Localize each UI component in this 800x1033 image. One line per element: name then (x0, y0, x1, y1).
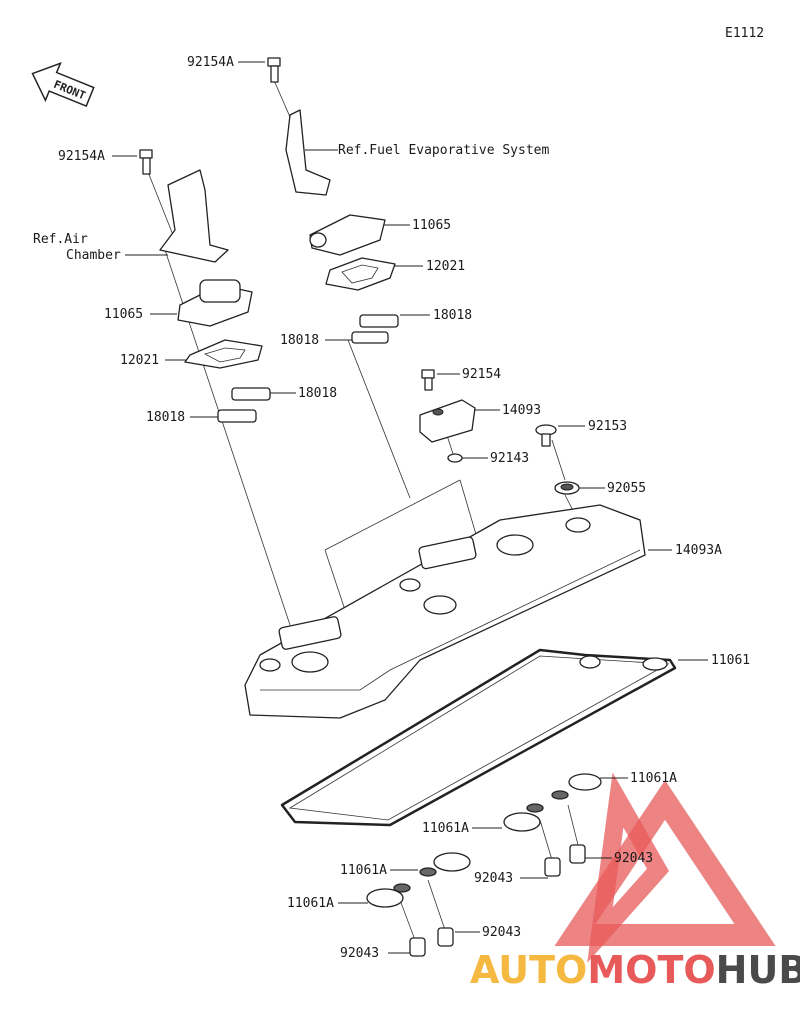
bracket-left (159, 169, 229, 263)
bolt-flange (535, 424, 557, 447)
label-washer-small: 92143 (490, 451, 529, 466)
label-pin-2: 92043 (474, 871, 513, 886)
watermark-hub: HUB (716, 948, 800, 992)
front-arrow-icon: FRONT (31, 61, 95, 108)
watermark-auto: AUTO (470, 948, 587, 992)
cap (419, 399, 476, 443)
label-ref-fuel: Ref.Fuel Evaporative System (338, 143, 549, 158)
label-plate-right: 12021 (426, 259, 465, 274)
watermark-triangle-outer (554, 780, 776, 946)
label-pin-1: 92043 (614, 851, 653, 866)
label-bolt-top: 92154A (187, 55, 234, 70)
watermark-logo: AUTOMOTOHUB (470, 772, 800, 992)
plate-left (184, 339, 263, 369)
label-ref-air-2: Chamber (66, 248, 121, 263)
plug-seals (366, 773, 602, 908)
label-seal-2: 11061A (422, 821, 469, 836)
head-cover (244, 504, 646, 719)
reed-clips-right (351, 314, 399, 344)
diagram-code: E1112 (725, 26, 764, 41)
label-reed-right-a: 18018 (433, 308, 472, 323)
part-labels: 92154A Ref.Fuel Evaporative System 92154… (33, 55, 750, 961)
label-pin-4: 92043 (340, 946, 379, 961)
bolt-left (139, 149, 153, 175)
reed-clips-left (217, 387, 271, 423)
watermark-text: AUTOMOTOHUB (470, 948, 800, 992)
label-ref-air-1: Ref.Air (33, 232, 88, 247)
label-bolt-cover: 92154 (462, 367, 501, 382)
grommet (554, 481, 580, 495)
label-grommet: 92055 (607, 481, 646, 496)
bolt-top (267, 57, 281, 83)
label-seal-1: 11061A (630, 771, 677, 786)
label-pin-3: 92043 (482, 925, 521, 940)
label-valve-right: 11065 (412, 218, 451, 233)
bracket-right (285, 109, 331, 196)
label-reed-left-b: 18018 (146, 410, 185, 425)
label-reed-right-b: 18018 (280, 333, 319, 348)
watermark-triangle-inner (587, 772, 670, 963)
bolt-cover (421, 369, 435, 391)
label-cap: 14093 (502, 403, 541, 418)
label-seal-3: 11061A (340, 863, 387, 878)
label-plate-left: 12021 (120, 353, 159, 368)
reed-valve-right (309, 214, 386, 256)
gasket (280, 648, 677, 827)
label-reed-left-a: 18018 (298, 386, 337, 401)
dowel-pins (409, 844, 586, 957)
watermark-moto: MOTO (587, 948, 715, 992)
washer-small (447, 453, 463, 463)
label-bolt-flange: 92153 (588, 419, 627, 434)
label-bolt-left: 92154A (58, 149, 105, 164)
label-gasket: 11061 (711, 653, 750, 668)
reed-valve-left (177, 279, 253, 327)
label-head-cover: 14093A (675, 543, 722, 558)
label-valve-left: 11065 (104, 307, 143, 322)
label-seal-4: 11061A (287, 896, 334, 911)
plate-right (325, 257, 396, 291)
